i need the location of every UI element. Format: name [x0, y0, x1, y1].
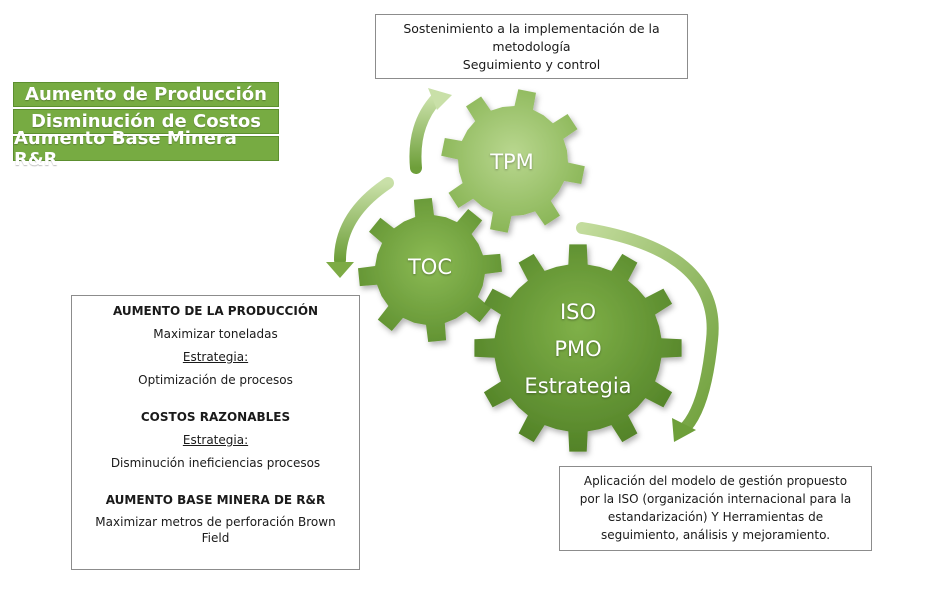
goal-bar-costs: Disminución de Costos [13, 109, 279, 134]
left-info-box: AUMENTO DE LA PRODUCCIÓN Maximizar tonel… [71, 295, 360, 570]
strategy-label: Estrategia: [182, 350, 249, 364]
mining-base-line: Field [201, 531, 230, 545]
top-box-line: Seguimiento y control [462, 57, 601, 72]
right-info-box: Aplicación del modelo de gestión propues… [559, 466, 872, 551]
production-line: Maximizar toneladas [153, 327, 278, 341]
gear-label-strategy: Estrategia [524, 374, 632, 398]
gear-toc [358, 198, 502, 342]
arrowhead-up [428, 88, 452, 110]
right-box-line: Aplicación del modelo de gestión propues… [583, 474, 848, 488]
section-title-production: AUMENTO DE LA PRODUCCIÓN [112, 304, 319, 318]
gear-label-toc: TOC [407, 255, 453, 279]
gear-iso-pmo [474, 244, 682, 452]
strategy-label: Estrategia: [182, 433, 249, 447]
mining-base-line: Maximizar metros de perforación Brown [95, 515, 336, 529]
right-box-line: estandarización) Y Herramientas de [607, 510, 824, 524]
top-info-box: Sostenimiento a la implementación de la … [375, 14, 688, 79]
right-box-line: por la ISO (organización internacional p… [579, 492, 852, 506]
arrow-tpm-to-toc [334, 177, 394, 266]
goal-bar-production: Aumento de Producción [13, 82, 279, 107]
section-title-mining-base: AUMENTO BASE MINERA DE R&R [105, 493, 326, 507]
right-box-line: seguimiento, análisis y mejoramiento. [600, 528, 831, 542]
production-strategy: Optimización de procesos [138, 373, 293, 387]
arrowhead-down-left [326, 262, 354, 278]
gear-label-big: ISO PMO Estrategia [508, 294, 648, 405]
arrow-tpm-to-big-gear [576, 222, 719, 436]
gear-label-iso: ISO [559, 300, 597, 324]
gear-label-tpm: TPM [490, 150, 534, 174]
gear-label-pmo: PMO [554, 337, 602, 361]
arrowhead-down [672, 418, 696, 442]
gear-tpm [441, 89, 585, 233]
costs-strategy: Disminución ineficiencias procesos [110, 456, 321, 470]
arrow-toc-to-tpm [409, 92, 443, 174]
top-box-line: Sostenimiento a la implementación de la [403, 21, 660, 36]
goal-bar-mining-base: Aumento Base Minera R&R [13, 128, 279, 170]
top-box-line: metodología [492, 39, 571, 54]
section-title-costs: COSTOS RAZONABLES [140, 410, 291, 424]
